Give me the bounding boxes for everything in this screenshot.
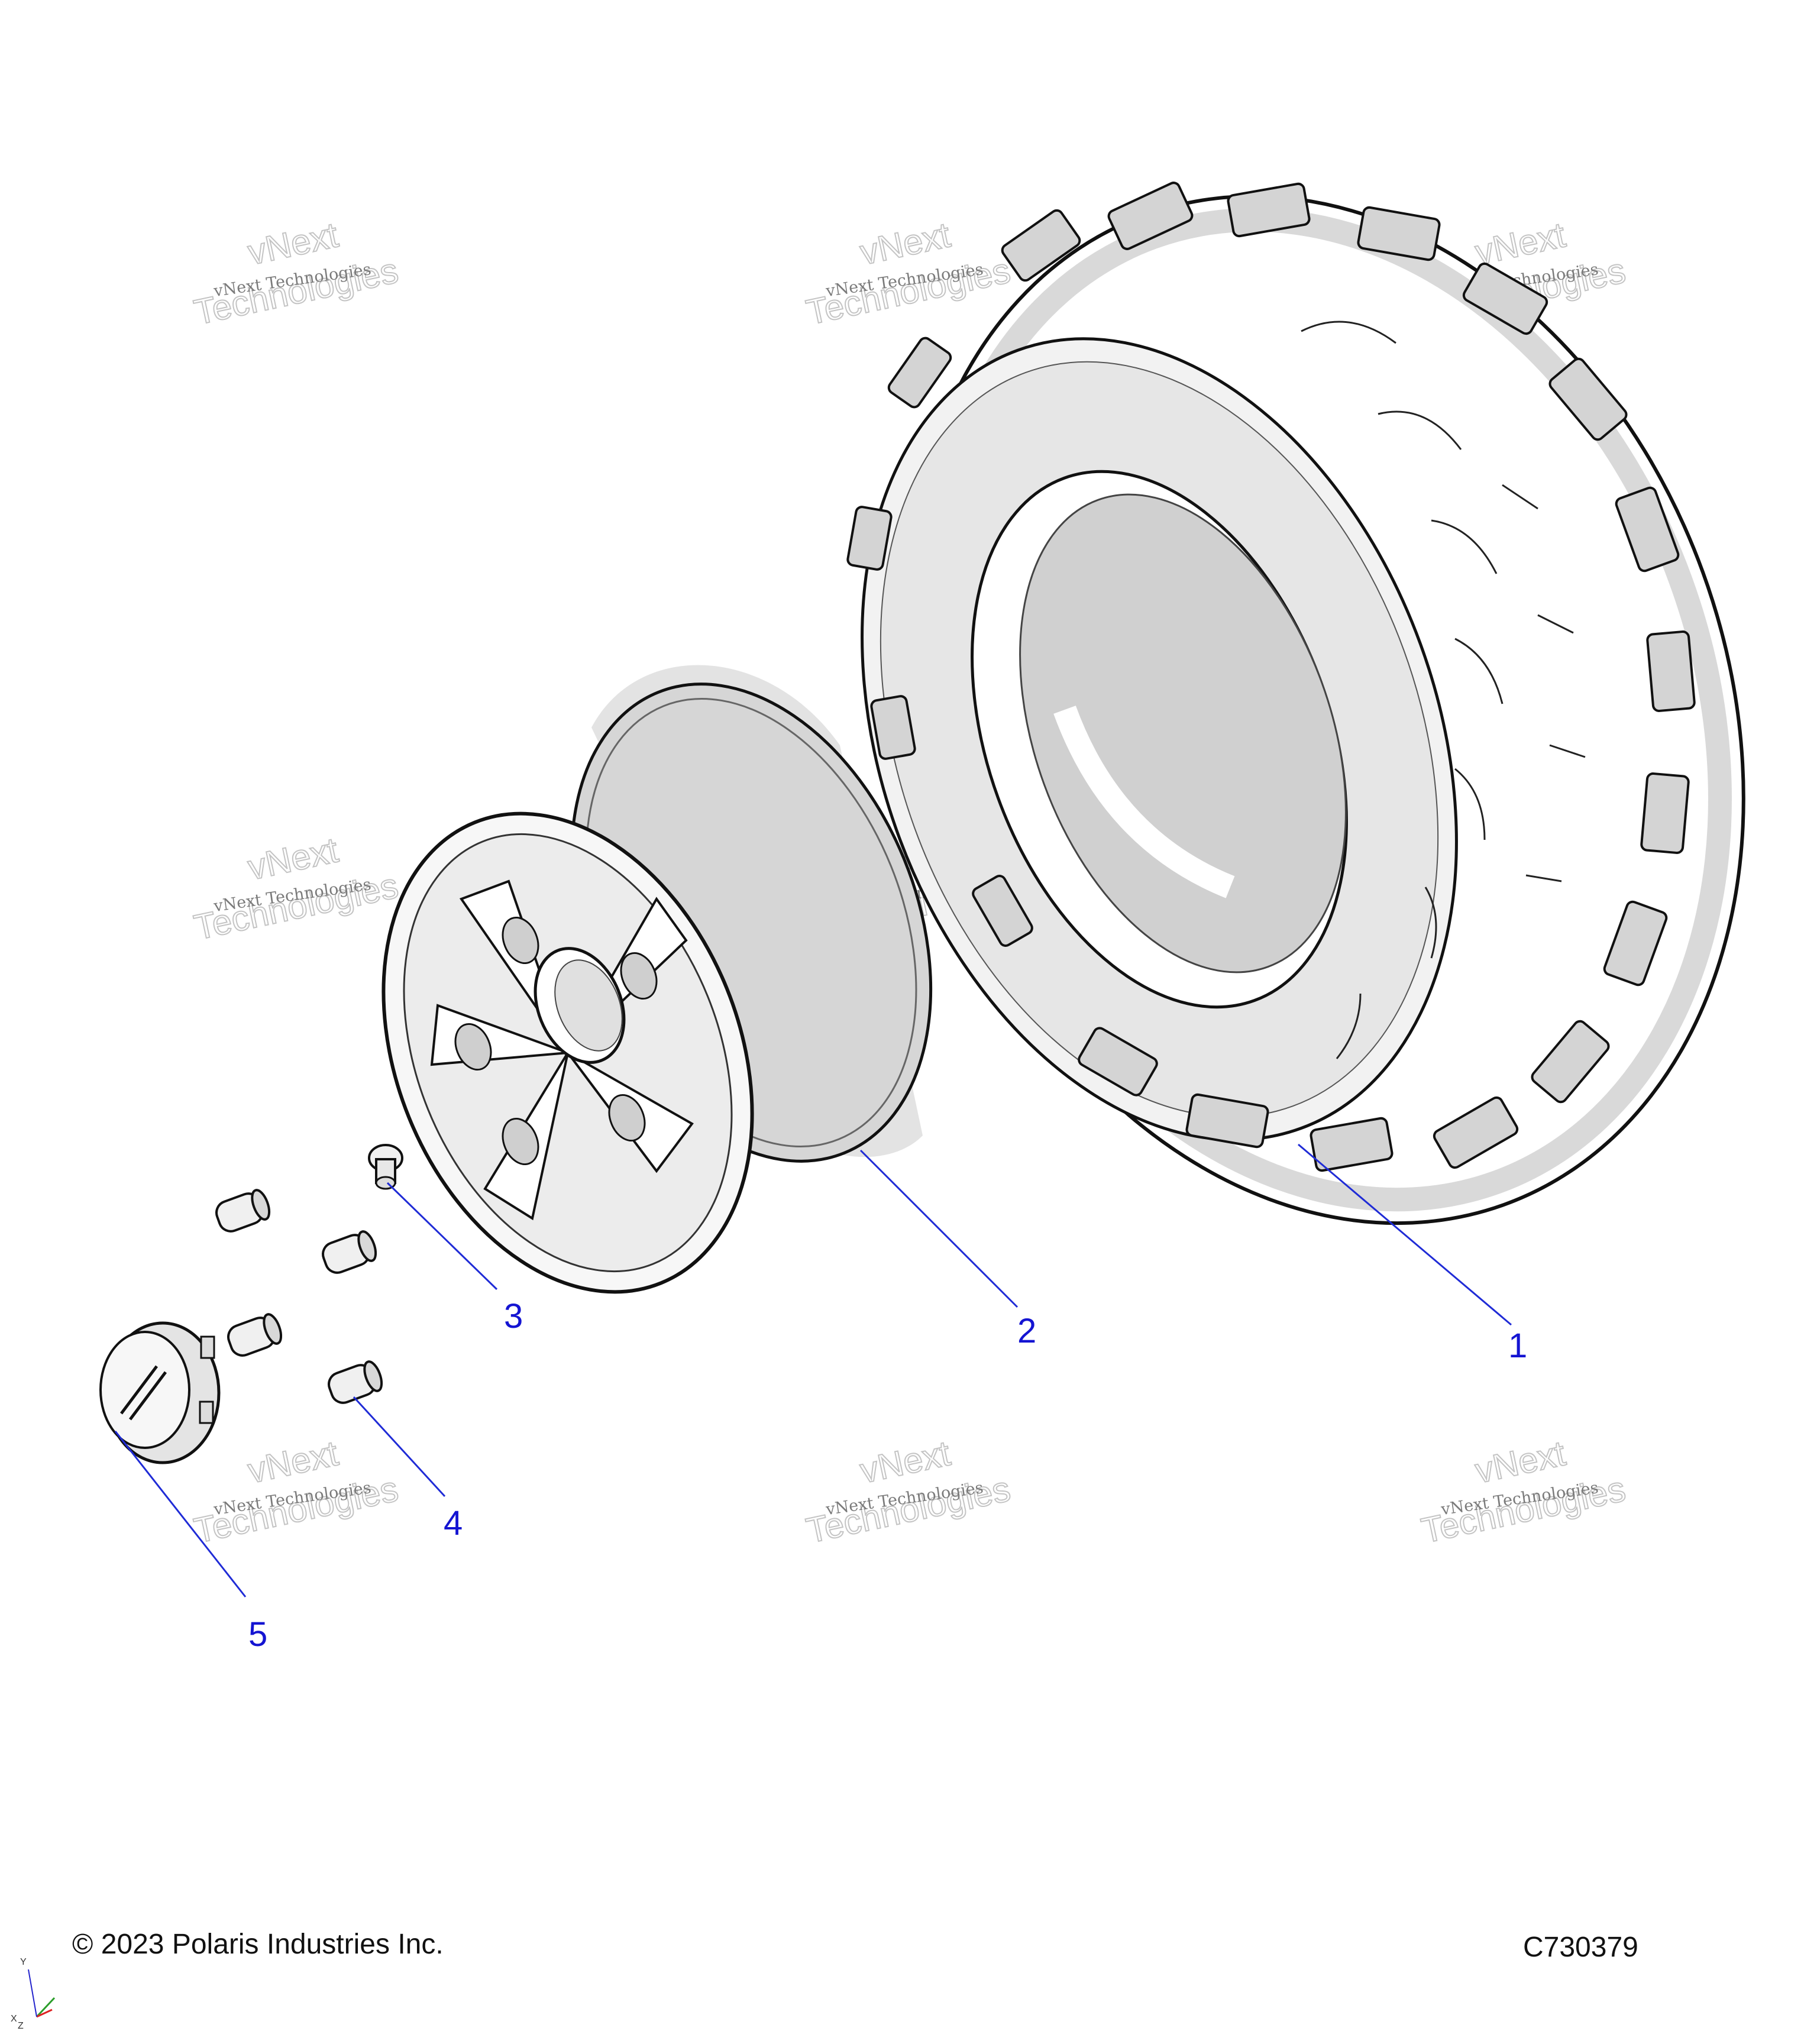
- leader-lines: [114, 1143, 1512, 1597]
- wheel-drawing: [381, 665, 933, 1294]
- axis-z-label: Z: [18, 2021, 24, 2031]
- watermark: vNext Technologies vNext Technologies: [802, 1432, 1014, 1551]
- watermark: vNext Technologies vNext Technologies: [190, 1432, 402, 1551]
- watermark-big-1: vNext: [244, 1433, 341, 1490]
- lug-nuts-drawing: [215, 1189, 383, 1404]
- watermark: vNext Technologies vNext Technologies: [1417, 1432, 1630, 1551]
- tire-drawing: [846, 182, 1745, 1225]
- watermark-big-1: vNext: [856, 1433, 953, 1490]
- leader-line-1: [1298, 1143, 1512, 1326]
- watermark-big-1: vNext: [244, 830, 341, 887]
- watermark-big-1: vNext: [1472, 1433, 1569, 1490]
- valve-stem-drawing: [368, 1144, 403, 1190]
- watermark: vNext Technologies vNext Technologies: [190, 829, 402, 948]
- callout-4: 4: [444, 1504, 463, 1542]
- axis-y-label: Y: [20, 1957, 27, 1967]
- watermark: vNext Technologies vNext Technologies: [190, 214, 402, 333]
- leader-line-5: [114, 1431, 247, 1597]
- callout-2: 2: [1017, 1312, 1036, 1350]
- axis-triad: Y X Z: [11, 1957, 56, 2031]
- leader-line-3: [386, 1182, 498, 1291]
- watermark-big-1: vNext: [856, 215, 953, 272]
- leader-line-2: [859, 1149, 1019, 1308]
- center-cap-drawing: [99, 1321, 221, 1464]
- leader-line-4: [353, 1396, 446, 1498]
- callout-5: 5: [248, 1615, 267, 1654]
- callout-3: 3: [504, 1297, 523, 1335]
- watermark: vNext Technologies vNext Technologies: [802, 214, 1014, 333]
- figure-code: C730379: [1523, 1932, 1638, 1963]
- callout-1: 1: [1508, 1327, 1527, 1365]
- axis-x-label: X: [11, 2014, 17, 2024]
- copyright-text: © 2023 Polaris Industries Inc.: [72, 1929, 444, 1960]
- watermark-big-1: vNext: [244, 215, 341, 272]
- callout-labels: 1 2 3 4 5: [248, 1297, 1527, 1654]
